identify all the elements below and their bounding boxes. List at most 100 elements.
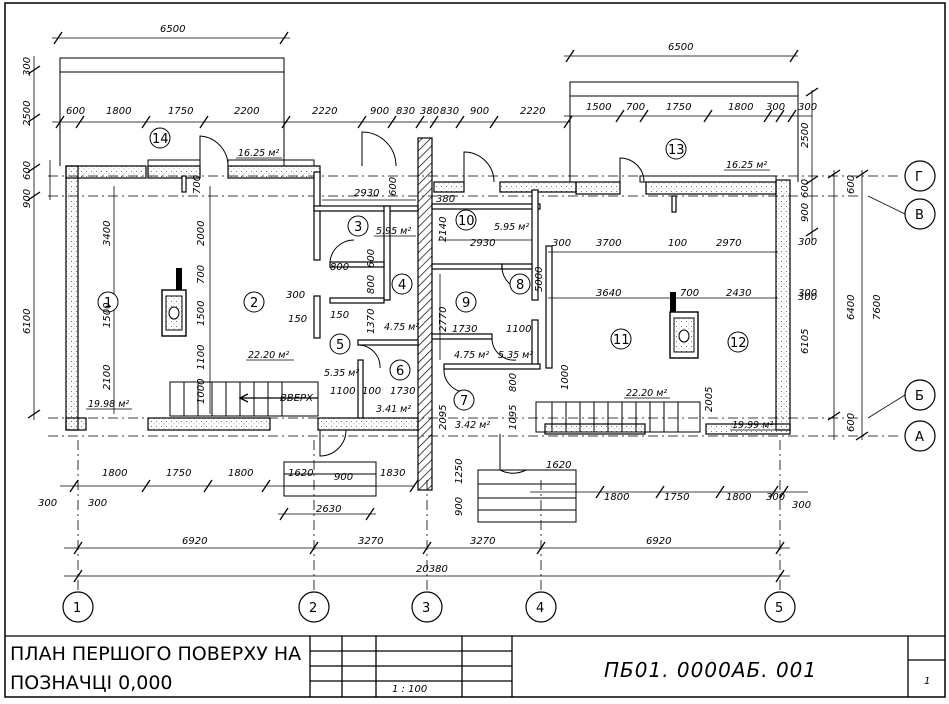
dim-top-right: 300 — [798, 102, 817, 113]
axis-label-g: Г — [915, 170, 923, 185]
dim-bottom: 300 — [88, 498, 107, 509]
dim-interior: 1000 — [560, 365, 571, 390]
dim-top: 830 — [440, 106, 459, 117]
dim-interior: 800 — [508, 373, 519, 392]
central-firewall — [417, 137, 433, 491]
dim-interior: 2005 — [704, 387, 715, 412]
dim-interior: 2100 — [102, 365, 113, 390]
axis-label-3: 3 — [422, 601, 430, 616]
axis-label-1: 1 — [73, 601, 81, 616]
dim-interior: 2095 — [438, 405, 449, 430]
dim-bottom: 1800 — [604, 492, 629, 503]
area-8: 5.35 м² — [498, 350, 533, 361]
dim-bottom: 1800 — [726, 492, 751, 503]
area-11: 22.20 м² — [626, 388, 667, 399]
area-13: 16.25 м² — [726, 160, 767, 171]
room-2: 2 — [250, 296, 258, 311]
dim-bottom: 1750 — [166, 468, 191, 479]
axis-label-a: А — [915, 430, 924, 445]
dim-top: 2200 — [234, 106, 259, 117]
dim-interior: 1730 — [390, 386, 415, 397]
exterior-walls — [65, 165, 791, 435]
dim-bottom: 2630 — [316, 504, 341, 515]
dim-interior: 700 — [192, 175, 203, 194]
dim-left: 2500 — [22, 101, 33, 126]
dim-interior: 1000 — [196, 379, 207, 404]
dim-interior: 3640 — [596, 288, 621, 299]
dim-interior: 150 — [288, 314, 307, 325]
dim-bottom: 1750 — [664, 492, 689, 503]
area-14: 16.25 м² — [238, 148, 279, 159]
dim-interior: 2430 — [726, 288, 751, 299]
dim-right: 6400 — [846, 295, 857, 320]
area-labels: 16.25 м² 16.25 м² 5.95 м² 5.95 м² 4.75 м… — [88, 148, 773, 431]
dim-interior: 2000 — [196, 221, 207, 246]
interior-partitions — [181, 171, 677, 419]
dim-interior: 300 — [798, 292, 817, 303]
dim-interior: 1100 — [506, 324, 531, 335]
room-3: 3 — [354, 220, 362, 235]
dim-6500-right: 6500 — [668, 42, 693, 53]
area-7: 3.42 м² — [455, 420, 490, 431]
dimension-lines — [33, 37, 863, 577]
dim-interior: 5000 — [534, 267, 545, 292]
room-11: 11 — [613, 333, 630, 348]
room-8: 8 — [516, 278, 524, 293]
fireplace-left — [161, 268, 187, 337]
dim-interior: 1370 — [366, 309, 377, 334]
axis-bubbles-columns — [62, 591, 796, 623]
stair-right — [535, 401, 701, 433]
dim-top: 2220 — [520, 106, 545, 117]
dim-interior: 1095 — [508, 405, 519, 430]
dim-top-right: 1750 — [666, 102, 691, 113]
dim-overall: 3270 — [470, 536, 495, 547]
dim-interior: 2140 — [438, 217, 449, 242]
room-12: 12 — [730, 336, 747, 351]
axis-label-2: 2 — [309, 601, 317, 616]
dim-bottom: 900 — [454, 497, 465, 516]
dim-interior: 150 — [330, 310, 349, 321]
dim-bottom: 1620 — [546, 460, 571, 471]
dim-interior: 1100 — [196, 345, 207, 370]
dim-right: 300 — [798, 288, 817, 299]
dim-top: 2220 — [312, 106, 337, 117]
dimension-ticks — [27, 31, 869, 583]
dim-right: 900 — [800, 203, 811, 222]
dim-interior: 700 — [196, 265, 207, 284]
fireplace-right — [669, 292, 699, 359]
sheet-frame — [4, 2, 946, 698]
dim-right: 600 — [800, 179, 811, 198]
axis-row-leaders — [867, 195, 906, 419]
room-1: 1 — [104, 296, 112, 311]
dim-interior: 600 — [366, 249, 377, 268]
room-5: 5 — [336, 338, 344, 353]
stair-label: ВВЕРХ — [280, 393, 314, 404]
dim-top: 900 — [470, 106, 489, 117]
axis-label-v: В — [915, 208, 924, 223]
area-2: 22.20 м² — [248, 350, 289, 361]
dim-bottom: 1620 — [288, 468, 313, 479]
axis-label-5: 5 — [775, 601, 783, 616]
title-block — [5, 635, 945, 697]
dim-top: 1800 — [106, 106, 131, 117]
drawing-title-line1: ПЛАН ПЕРШОГО ПОВЕРХУ НА — [10, 643, 301, 665]
dim-6500-left: 6500 — [160, 24, 185, 35]
room-6: 6 — [396, 364, 404, 379]
dim-right: 6105 — [800, 329, 811, 354]
dim-interior: 3700 — [596, 238, 621, 249]
area-9: 4.75 м² — [454, 350, 489, 361]
dim-top: 830 — [396, 106, 415, 117]
dim-overall: 6920 — [646, 536, 671, 547]
dim-interior: 800 — [366, 275, 377, 294]
dim-top-right: 1500 — [586, 102, 611, 113]
sheet-number: 1 — [924, 676, 930, 687]
axis-label-b: Б — [915, 389, 924, 404]
area-12: 19.99 м² — [732, 420, 773, 431]
dim-interior: 300 — [286, 290, 305, 301]
dim-interior: 2970 — [716, 238, 741, 249]
dim-overall: 6920 — [182, 536, 207, 547]
dim-bottom: 300 — [792, 500, 811, 511]
dim-interior: 3400 — [102, 221, 113, 246]
area-3: 5.95 м² — [376, 226, 411, 237]
